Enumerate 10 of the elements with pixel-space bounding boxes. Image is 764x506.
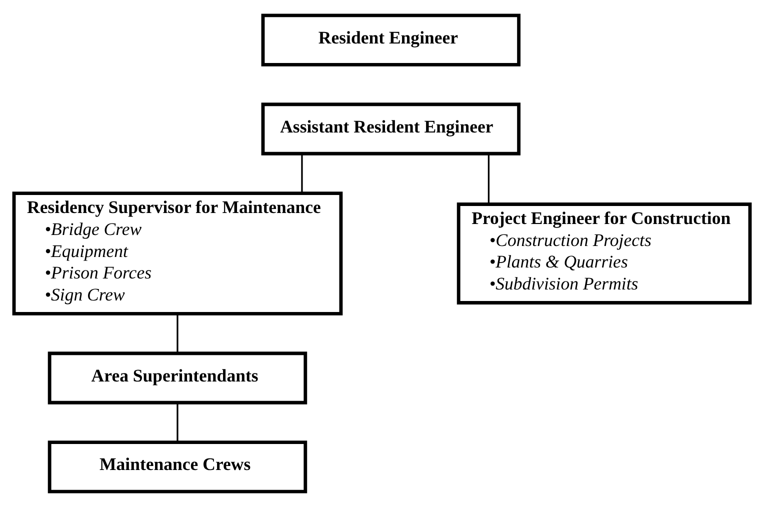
node-box: Resident Engineer: [261, 13, 520, 66]
node-box: Residency Supervisor for Maintenance •Bridge Crew •Equipment •Prison Forces •Sign Crew: [12, 191, 343, 315]
node-box: Maintenance Crews: [48, 440, 308, 493]
node-box: Assistant Resident Engineer: [261, 102, 520, 155]
node-box: Area Superintendants: [48, 351, 308, 404]
connector: [176, 313, 178, 353]
connector: [488, 154, 490, 204]
connector: [176, 402, 178, 442]
node-box: Project Engineer for Construction •Construction Projects •Plants & Quarries •Subdivision Permits: [456, 202, 752, 304]
connector: [301, 154, 303, 192]
